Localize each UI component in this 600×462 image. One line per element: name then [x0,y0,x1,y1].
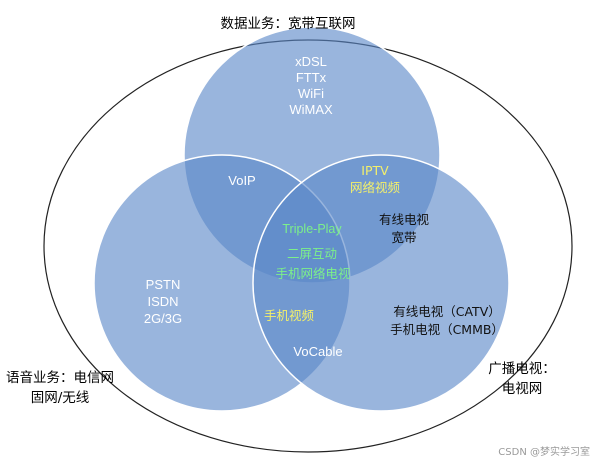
label-data-service: 数据业务：宽带互联网 [221,15,356,32]
label-voice-service-line2: 固网/无线 [31,390,90,406]
overlap-voip: VoIP [228,173,255,188]
center-mobile-web-tv: 手机网络电视 [275,266,351,281]
overlap-iptv: IPTV [361,163,389,178]
top-item-wimax: WiMAX [289,102,333,117]
right-item-cmmb: 手机电视（CMMB） [390,322,504,337]
label-voice-service-line1: 语音业务：电信网 [6,369,114,386]
center-dual-screen: 二屏互动 [287,247,337,261]
overlap-cable-tv: 有线电视 [379,212,430,227]
left-item-pstn: PSTN [146,277,181,292]
left-item-2g3g: 2G/3G [144,311,182,326]
overlap-vocable: VoCable [293,344,342,359]
center-triple-play: Triple-Play [282,222,342,236]
overlap-web-video: 网络视频 [350,180,401,195]
top-item-xdsl: xDSL [295,54,327,69]
right-item-catv: 有线电视（CATV） [393,304,501,319]
label-broadcast-line1: 广播电视： [488,361,556,377]
overlap-broadband: 宽带 [391,230,416,245]
left-item-isdn: ISDN [147,294,178,309]
top-item-wifi: WiFi [298,86,324,101]
overlap-mobile-video: 手机视频 [264,308,315,323]
top-item-fttx: FTTx [296,70,327,85]
watermark: CSDN @梦实学习室 [498,445,590,458]
label-broadcast-line2: 电视网 [502,381,543,397]
right-circle [252,154,510,412]
